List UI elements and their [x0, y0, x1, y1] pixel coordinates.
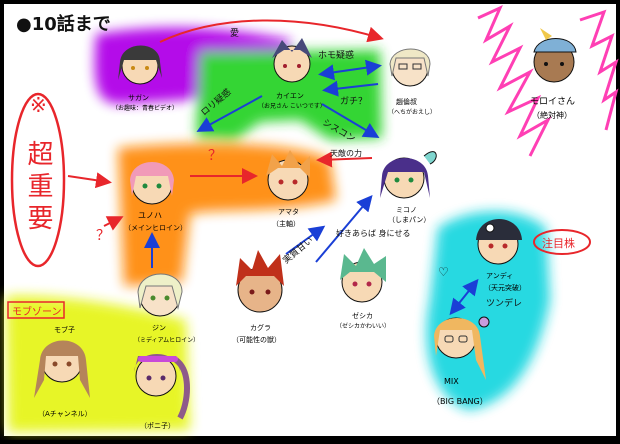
page-title: ●10話まで	[16, 13, 111, 35]
face-kaien	[273, 45, 311, 83]
squiggle-decoration-2	[579, 9, 619, 131]
char-andy: アンディ （天元突破）	[476, 219, 526, 292]
label-bicker: ガチ？	[340, 96, 367, 107]
name-kagura: カグラ	[250, 323, 271, 332]
attention-label: 注目株	[533, 229, 591, 255]
note-sagan: （お趣味：青春ビデオ）	[112, 104, 178, 112]
name-rinmei: 趙倫叔	[396, 97, 417, 106]
lime-zone	[6, 295, 190, 432]
char-kaien: カイエン （お兄さん こいつです）	[258, 38, 326, 110]
char-jin: ジン （ミディアムヒロイン）	[134, 273, 199, 344]
relation-arrows	[67, 19, 479, 316]
char-kagura: カグラ （可能性の獣）	[232, 250, 284, 344]
char-sagan: サガン （お趣味：青春ビデオ）	[112, 45, 178, 112]
arrow-mikono-amata	[316, 151, 373, 168]
note-mikono: （しまパン）	[388, 216, 430, 224]
char-rinmei: 趙倫叔 （へちがおえし）	[388, 48, 436, 116]
label-andy-mix-heart: ♡	[438, 265, 449, 279]
name-sagan: サガン	[128, 93, 149, 102]
note-kaien: （お兄さん こいつです）	[258, 103, 326, 110]
name-amata: アマタ	[278, 207, 299, 216]
note-rinmei: （へちがおえし）	[388, 108, 436, 116]
characters: サガン （お趣味：青春ビデオ） カイエン （お兄さん こいつです） 趙倫叔 （へ…	[34, 28, 577, 430]
label-yunoha-q: ？	[208, 148, 222, 164]
svg-text:モブゾーン: モブゾーン	[12, 305, 62, 318]
name-yunoha: ユノハ	[138, 211, 162, 220]
important-note: ※ 超重要	[10, 92, 66, 268]
mobzone-label: モブゾーン	[7, 301, 65, 319]
important-ellipse	[10, 92, 66, 268]
label-zessica-amata: 好きあらば 身にせる	[336, 228, 411, 238]
note-mix: （BIG BANG）	[432, 397, 488, 406]
name-moroi: モロイさん	[530, 96, 575, 107]
important-text: 超重要	[23, 140, 53, 236]
arrow-andy-mix	[449, 278, 479, 316]
label-fated: 天敵の力	[330, 148, 362, 158]
arrow-zessica-mikono	[315, 194, 373, 263]
svg-text:注目株: 注目株	[542, 236, 575, 250]
label-andy-mix: ツンデレ	[486, 297, 522, 309]
arrow-kaien-mikono	[321, 103, 380, 139]
name-zessica: ゼシカ	[352, 311, 373, 320]
note-jin: （ミディアムヒロイン）	[134, 336, 199, 344]
arrow-rinmei-kaien	[322, 80, 379, 97]
name-andy: アンディ	[486, 271, 513, 280]
arrow-kaien-rinmei	[318, 59, 382, 81]
name-kaien: カイエン	[276, 92, 304, 100]
char-moroi: モロイさん （絶対神）	[530, 28, 577, 120]
note-yunoha: （メインヒロイン）	[124, 224, 187, 232]
note-andy: （天元突破）	[484, 283, 526, 292]
char-mix: MIX （BIG BANG）	[432, 316, 490, 406]
note-pony: （ポニ子）	[140, 422, 175, 430]
cyan-zone	[426, 211, 550, 410]
label-love: 愛	[230, 27, 239, 39]
char-zessica: ゼシカ （ゼシカかわいい）	[336, 248, 390, 330]
arrow-sagan-kaien	[159, 19, 384, 43]
arrow-yunoha-q	[103, 216, 124, 231]
name-moko: モブ子	[54, 325, 75, 334]
arrow-kagura-amata	[285, 225, 326, 255]
note-moroi: （絶対神）	[532, 110, 572, 120]
squiggle-decoration	[477, 5, 552, 157]
char-yunoha: ユノハ （メインヒロイン）	[124, 162, 187, 232]
name-mikono: ミコノ	[396, 206, 417, 214]
note-kagura: （可能性の獣）	[232, 335, 281, 344]
char-amata: アマタ （主軸）	[266, 150, 310, 228]
char-mikono: ミコノ （しまパン）	[380, 151, 437, 224]
important-mark: ※	[30, 93, 47, 117]
note-zessica: （ゼシカかわいい）	[336, 322, 390, 330]
arrow-kaien-yunoha	[196, 95, 263, 132]
label-unrequited: ホモ疑惑	[318, 49, 354, 61]
arrow-important	[67, 172, 112, 189]
label-jin-q: ？	[96, 228, 110, 244]
name-jin: ジン	[152, 324, 166, 332]
note-moko: （Aチャンネル）	[38, 410, 92, 418]
char-pony: （ポニ子）	[134, 354, 190, 430]
note-amata: （主軸）	[272, 219, 300, 228]
name-mix: MIX	[444, 377, 459, 386]
char-moko: モブ子 （Aチャンネル）	[34, 325, 92, 418]
